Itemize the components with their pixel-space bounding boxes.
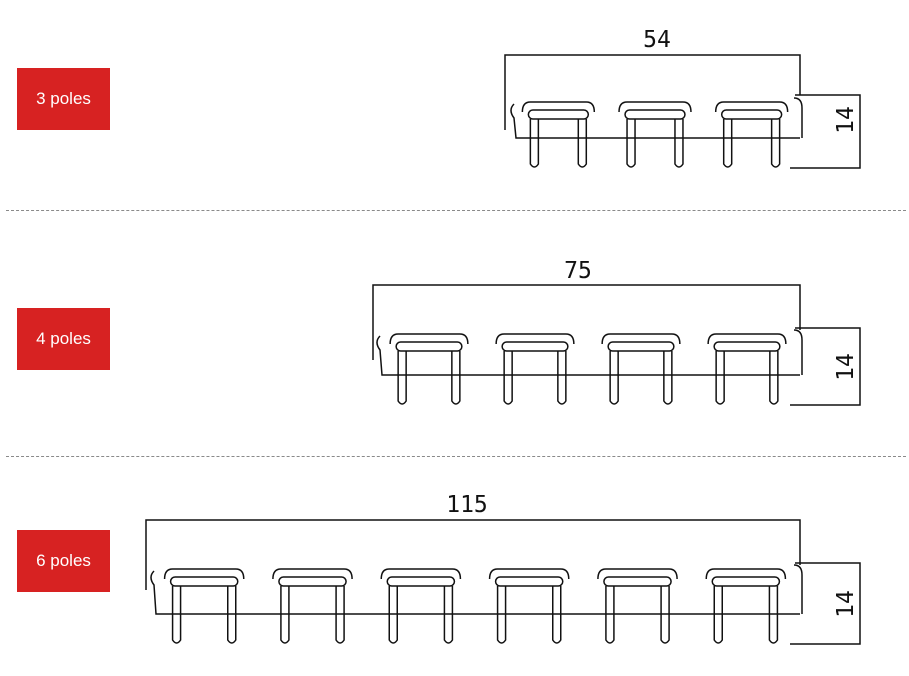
busbar-prong: [171, 586, 182, 644]
busbar-drawing-6-poles: 115 14: [145, 492, 861, 645]
height-value: 14: [833, 590, 859, 618]
busbar-crest: [705, 568, 787, 580]
section-divider: [6, 210, 906, 211]
busbar-slot: [386, 576, 456, 587]
busbar-prong: [713, 586, 723, 644]
busbar-prong: [496, 586, 507, 644]
busbar-prong: [609, 351, 619, 405]
length-value: 75: [564, 258, 592, 284]
busbar-slot: [603, 576, 672, 587]
busbar-backbone: [376, 335, 800, 376]
busbar-crest: [601, 333, 681, 345]
busbar-prong: [674, 119, 684, 168]
busbar-prong: [626, 119, 636, 168]
busbar-prong: [227, 586, 237, 644]
busbar-prong: [451, 351, 461, 405]
busbar-prong: [397, 351, 407, 405]
busbar-drawing-4-poles: 75 14: [372, 258, 861, 406]
busbar-crest: [521, 101, 596, 113]
busbar-slot: [278, 576, 347, 587]
busbar-prong: [577, 119, 588, 168]
busbar-slot: [527, 109, 590, 120]
busbar-prong: [552, 586, 562, 644]
busbar-body: [150, 564, 803, 644]
busbar-prong: [660, 586, 670, 644]
busbar-crest: [163, 568, 245, 580]
length-dimension: 115: [145, 492, 801, 590]
length-dimension: 75: [372, 258, 801, 360]
busbar-slot: [169, 576, 239, 587]
busbar-body: [510, 97, 803, 168]
busbar-prong: [770, 119, 781, 168]
busbar-crest: [618, 101, 692, 113]
busbar-body: [376, 329, 803, 405]
label-4-poles: 4 poles: [17, 308, 110, 370]
busbar-crest: [272, 568, 353, 580]
busbar-prong: [769, 351, 779, 405]
busbar-prong: [722, 119, 733, 168]
busbar-slot: [713, 341, 781, 352]
busbar-crest: [488, 568, 570, 580]
busbar-backbone: [150, 570, 800, 615]
busbar-backbone: [510, 103, 800, 139]
height-dimension: 14: [790, 327, 861, 406]
busbar-crest: [714, 101, 789, 113]
busbar-prong: [280, 586, 290, 644]
busbar-prong: [503, 351, 513, 405]
height-dimension: 14: [790, 94, 861, 169]
height-value: 14: [833, 353, 859, 381]
busbar-end-cap: [793, 97, 803, 138]
busbar-slot: [607, 341, 675, 352]
height-dimension: 14: [790, 562, 861, 645]
busbar-slot: [395, 341, 463, 352]
height-value: 14: [833, 106, 859, 134]
busbar-slot: [624, 109, 686, 120]
busbar-crest: [597, 568, 678, 580]
busbar-slot: [494, 576, 564, 587]
busbar-prong: [768, 586, 779, 644]
busbar-slot: [720, 109, 783, 120]
busbar-prong: [335, 586, 345, 644]
busbar-prong: [557, 351, 567, 405]
busbar-crest: [495, 333, 575, 345]
busbar-prong: [605, 586, 615, 644]
busbar-drawing-3-poles: 54 14: [504, 27, 861, 169]
busbar-slot: [501, 341, 569, 352]
length-value: 115: [446, 492, 488, 518]
busbar-crest: [389, 333, 469, 345]
busbar-prong: [663, 351, 673, 405]
length-value: 54: [643, 27, 671, 53]
busbar-prong: [388, 586, 398, 644]
length-dimension: 54: [504, 27, 801, 130]
busbar-prong: [529, 119, 540, 168]
busbar-crest: [380, 568, 462, 580]
label-3-poles: 3 poles: [17, 68, 110, 130]
busbar-prong: [715, 351, 725, 405]
busbar-slot: [711, 576, 781, 587]
busbar-end-cap: [793, 564, 803, 614]
label-6-poles: 6 poles: [17, 530, 110, 592]
busbar-end-cap: [793, 329, 803, 375]
section-divider: [6, 456, 906, 457]
busbar-crest: [707, 333, 787, 345]
busbar-prong: [443, 586, 454, 644]
